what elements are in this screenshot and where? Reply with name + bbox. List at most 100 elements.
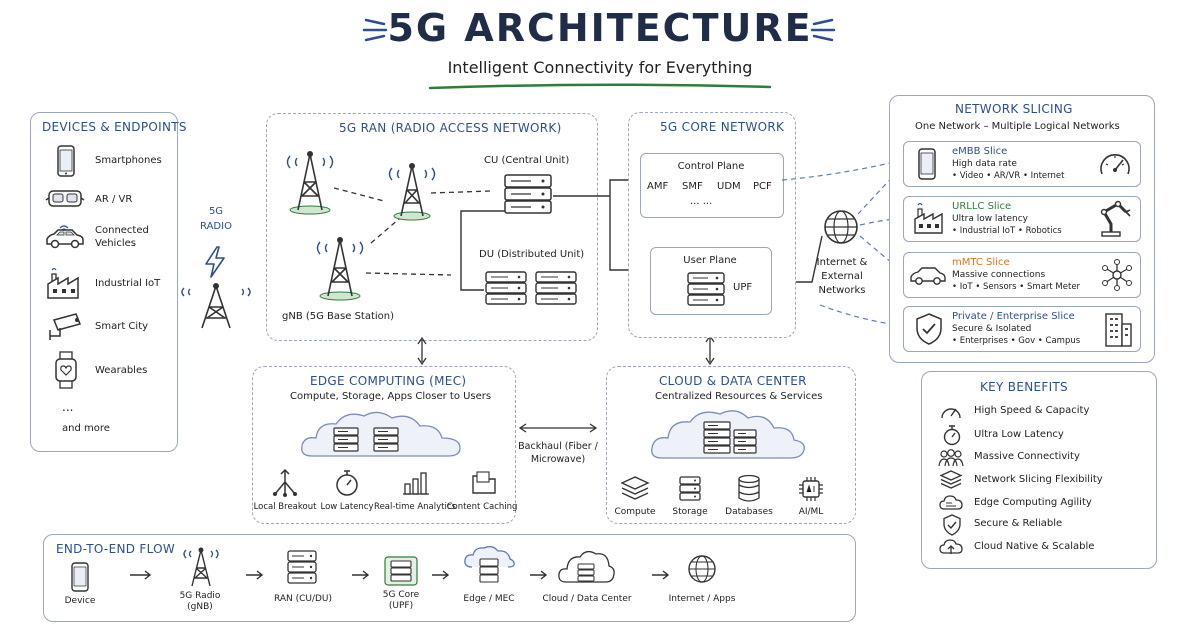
smartphone-icon	[918, 148, 936, 180]
benefits-title: KEY BENEFITS	[980, 380, 1068, 394]
cloud-feature-storage: Storage	[672, 507, 708, 517]
edge-feature-local-breakout: Local Breakout	[253, 502, 317, 512]
slice-name: eMBB Slice	[952, 146, 1008, 157]
slice-desc: Secure & Isolated	[952, 324, 1032, 334]
gnb-tower-icon-1	[286, 151, 334, 215]
cu-label: CU (Central Unit)	[484, 155, 570, 166]
datacenter-cloud-icon	[651, 410, 805, 459]
internet-globe-icon	[824, 210, 858, 244]
slicing-subtitle: One Network – Multiple Logical Networks	[915, 121, 1120, 132]
cloud-feature-databases: Databases	[725, 507, 773, 517]
radio-tower-icon	[181, 283, 251, 329]
device-label-ar-vr: AR / VR	[95, 194, 133, 205]
slice-uses: • Video • AR/VR • Internet	[952, 171, 1065, 181]
slice-name: mMTC Slice	[952, 257, 1010, 268]
cu-server-icon	[504, 174, 552, 214]
shield-check-icon	[916, 313, 942, 345]
folder-icon	[472, 471, 496, 494]
flow-panel	[43, 534, 856, 622]
layers-icon	[620, 476, 650, 500]
speedometer-icon	[1100, 154, 1130, 175]
edge-subtitle: Compute, Storage, Apps Closer to Users	[290, 391, 492, 402]
flow-step-ran: RAN (CU/DU)	[273, 594, 333, 604]
benefit-massive-connectivity: Massive Connectivity	[974, 451, 1080, 462]
edge-feature-content-caching: Content Caching	[446, 502, 518, 512]
title-sparkle-left-icon	[362, 18, 388, 42]
gnb-tower-icon-2	[388, 163, 436, 221]
connected-vehicle-icon	[46, 225, 84, 249]
flow-ran-server-icon	[287, 550, 317, 584]
flow-step-cloud: Cloud / Data Center	[542, 594, 632, 604]
du-label: DU (Distributed Unit)	[479, 249, 585, 260]
slice-card-embb: eMBB Slice High data rate • Video • AR/V…	[903, 141, 1141, 187]
cloud-feature-ai-ml: AI/ML	[798, 507, 824, 517]
gnb-label: gNB (5G Base Station)	[282, 311, 395, 322]
edge-cloud-icon	[301, 411, 461, 457]
page-title: 5G ARCHITECTURE	[387, 6, 813, 50]
robot-arm-icon	[1100, 200, 1131, 237]
database-icon	[738, 474, 760, 502]
edge-title: EDGE COMPUTING (MEC)	[310, 374, 467, 388]
flow-globe-icon	[688, 555, 716, 583]
devices-ellipsis: ...	[62, 400, 74, 414]
flow-datacenter-cloud-icon	[558, 550, 615, 583]
cloud-feature-compute: Compute	[614, 507, 656, 517]
slice-desc: High data rate	[952, 159, 1017, 169]
car-icon	[910, 267, 946, 285]
flow-edge-cloud-icon	[464, 545, 515, 583]
cloud-subtitle: Centralized Resources & Services	[655, 391, 823, 402]
edge-feature-real-time-analytics: Real-time Analytics	[374, 502, 456, 512]
devices-more-label: and more	[62, 423, 110, 434]
upf-label: UPF	[733, 282, 753, 293]
ar-vr-headset-icon	[45, 190, 85, 207]
flow-radio-tower-icon	[183, 547, 219, 587]
storage-icon	[679, 476, 701, 501]
slice-name: Private / Enterprise Slice	[952, 311, 1075, 322]
flow-title: END-TO-END FLOW	[56, 542, 176, 556]
flow-step-radio: 5G Radio (gNB)	[179, 591, 221, 612]
benefit-secure-reliable: Secure & Reliable	[974, 518, 1063, 529]
speedometer-icon	[941, 408, 961, 419]
slice-card-private: Private / Enterprise Slice Secure & Isol…	[903, 306, 1141, 352]
smart-city-camera-icon	[49, 313, 82, 340]
title-sparkle-right-icon	[810, 18, 836, 42]
analytics-chart-icon	[403, 472, 429, 495]
cloud-upload-icon	[939, 539, 963, 554]
benefit-cloud-native: Cloud Native & Scalable	[974, 541, 1095, 552]
upf-server-icon	[687, 272, 725, 306]
local-breakout-icon	[273, 468, 297, 497]
radio-label: 5G RADIO	[200, 206, 232, 232]
smartphone-icon	[57, 145, 75, 177]
du-server-icon-2	[535, 271, 577, 305]
edge-feature-low-latency: Low Latency	[320, 502, 374, 512]
edge-cloud-icon	[939, 495, 963, 510]
control-plane-label: Control Plane	[677, 161, 745, 172]
device-label-smartphones: Smartphones	[95, 155, 162, 166]
flow-core-upf-icon	[384, 556, 418, 586]
user-plane-label: User Plane	[683, 255, 737, 266]
slice-desc: Massive connections	[952, 270, 1046, 280]
core-function-udm: UDM	[717, 181, 741, 192]
people-group-icon	[938, 449, 964, 467]
devices-title: DEVICES & ENDPOINTS	[42, 120, 187, 134]
device-label-industrial-iot: Industrial IoT	[95, 278, 161, 289]
industrial-iot-factory-icon	[47, 267, 79, 299]
device-label-smart-city: Smart City	[95, 321, 149, 332]
benefit-high-speed: High Speed & Capacity	[974, 405, 1090, 416]
flow-step-core: 5G Core (UPF)	[382, 590, 420, 611]
gnb-tower-icon-3	[316, 237, 364, 301]
cloud-title: CLOUD & DATA CENTER	[659, 374, 807, 388]
shield-check-icon	[943, 514, 961, 536]
lightning-icon	[205, 246, 225, 278]
flow-step-device: Device	[64, 596, 96, 606]
network-nodes-icon	[1102, 259, 1132, 291]
core-title: 5G CORE NETWORK	[660, 120, 785, 134]
flow-step-edge: Edge / MEC	[463, 594, 515, 604]
slice-card-mmtc: mMTC Slice Massive connections • IoT • S…	[903, 252, 1141, 298]
office-building-icon	[1105, 313, 1132, 347]
core-function-dots: ... ...	[690, 196, 713, 207]
slice-desc: Ultra low latency	[952, 214, 1028, 224]
du-server-icon-1	[485, 271, 527, 305]
internet-label: Internet & External Networks	[816, 257, 868, 296]
stopwatch-icon	[336, 470, 358, 496]
